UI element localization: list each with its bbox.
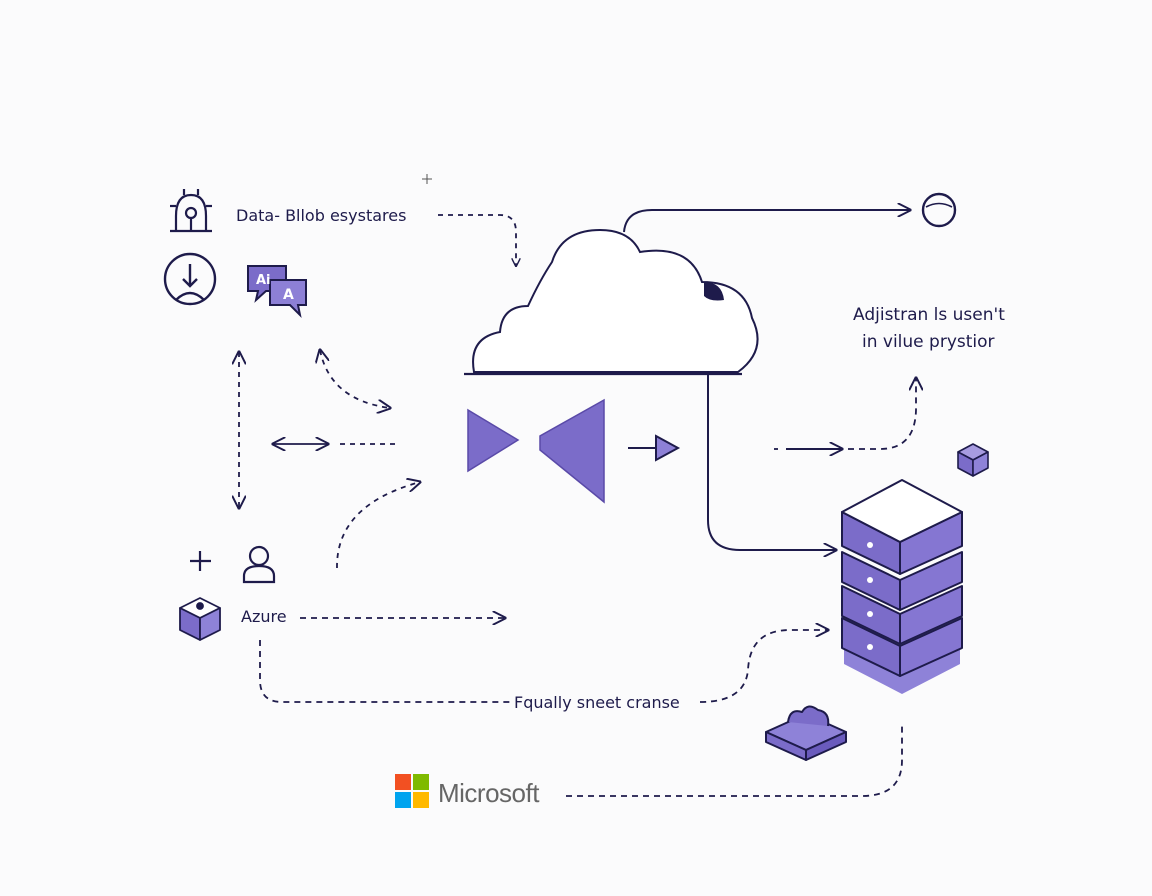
chat-translate-icon: Ai A xyxy=(247,265,307,319)
bottom-flow-label: Fqually sneet cranse xyxy=(514,693,680,712)
bottom-flow-line xyxy=(259,640,510,703)
ai-chip-icon xyxy=(170,189,212,233)
note-line-1: Adjistran ls usen't xyxy=(853,305,1005,325)
cloud-icon xyxy=(464,228,759,376)
plus-icon xyxy=(190,551,211,571)
user-icon xyxy=(242,545,276,584)
azure-label: Azure xyxy=(241,607,287,626)
small-plus-icon xyxy=(422,174,432,184)
chat-glyph-2: A xyxy=(283,287,294,303)
server-stack-icon xyxy=(841,479,963,694)
cloud-to-server-arrow xyxy=(707,374,836,550)
note-arrow xyxy=(774,378,916,449)
blob-to-cloud-arrow xyxy=(438,214,516,266)
note-line-2: in vilue prystior xyxy=(862,332,995,352)
small-cube-icon xyxy=(957,443,989,477)
cube-icon xyxy=(179,597,221,641)
microsoft-logo-icon xyxy=(395,774,429,808)
small-play-icon xyxy=(655,434,681,462)
chat-curved-arrow xyxy=(320,350,390,408)
user-curved-arrow xyxy=(336,482,420,569)
flow-to-server-arrow xyxy=(699,630,828,703)
download-user-icon xyxy=(163,252,217,306)
microsoft-flow-line xyxy=(566,722,903,797)
blob-storage-label: Data- Bllob esystares xyxy=(236,206,406,225)
cloud-to-node-arrow xyxy=(623,210,910,233)
microsoft-brand: Microsoft xyxy=(438,778,540,808)
circle-node-icon xyxy=(921,192,957,228)
platform-icon xyxy=(765,705,847,761)
play-icon xyxy=(467,398,605,504)
chat-glyph-1: Ai xyxy=(256,273,271,288)
